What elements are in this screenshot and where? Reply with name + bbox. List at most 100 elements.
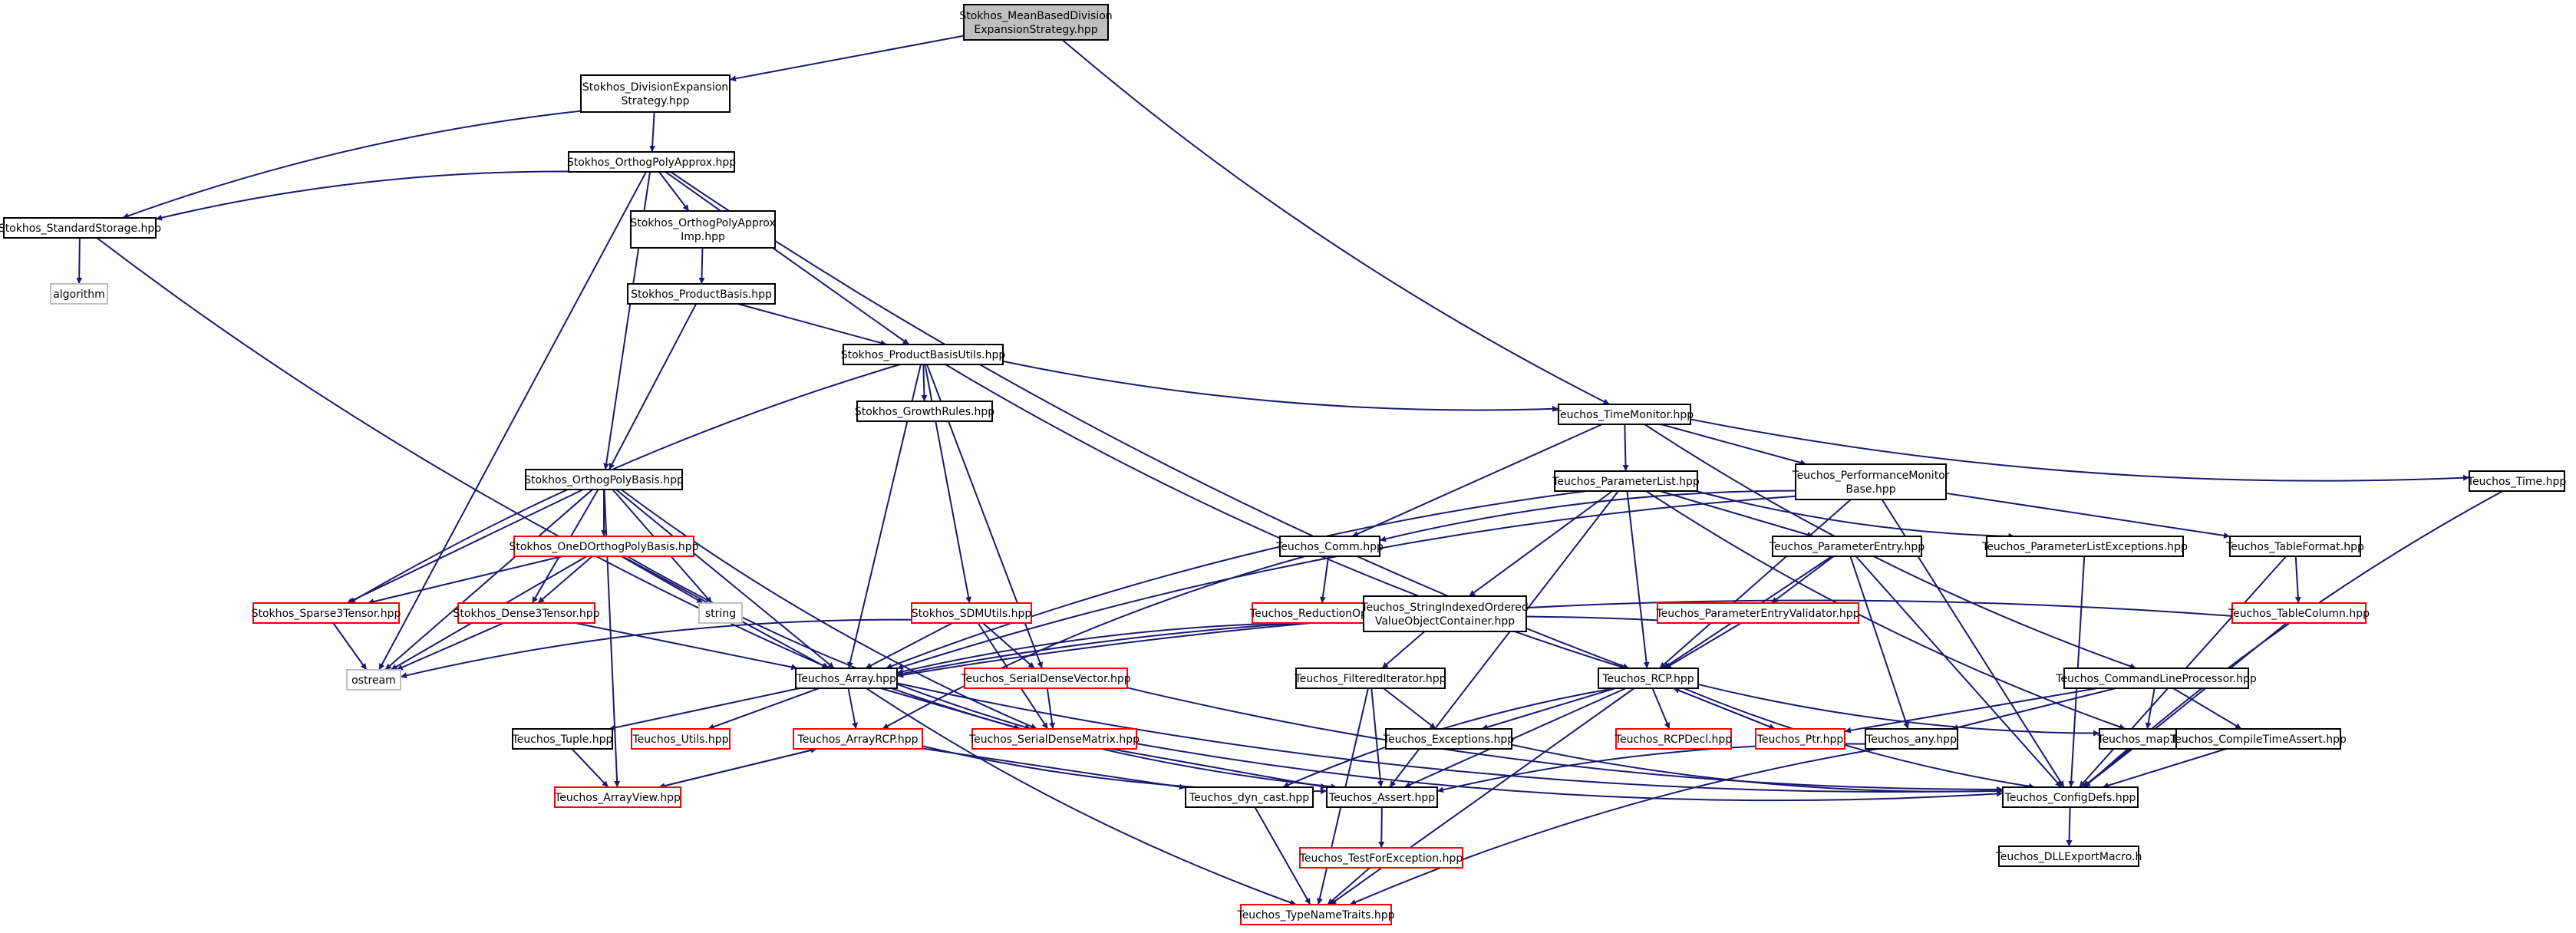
edge-prodbasisutils-to-sparse3 [348,364,901,604]
node-label: Teuchos_ArrayView.hpp [554,792,681,804]
node-tableformat[interactable]: Teuchos_TableFormat.hpp [2225,536,2364,557]
node-box [1772,536,1922,557]
node-serialdensematrix[interactable]: Teuchos_SerialDenseMatrix.hpp [968,728,1140,750]
node-label: Teuchos_map.hpp [2096,734,2193,746]
edge-oned-to-sparse3 [367,556,563,605]
node-ptr[interactable]: Teuchos_Ptr.hpp [1755,728,1845,750]
node-stdstorage[interactable]: Stokhos_StandardStorage.hpp [0,217,161,239]
node-label: Teuchos_TypeNameTraits.hpp [1236,909,1394,921]
node-timemonitor[interactable]: Teuchos_TimeMonitor.hpp [1555,404,1694,425]
node-paramentryvalid[interactable]: Teuchos_ParameterEntryValidator.hpp [1655,602,1860,624]
edge-rcp-to-assert [1403,687,1627,788]
edge-array-to-configdefs [896,682,2004,794]
node-root[interactable]: Stokhos_MeanBasedDivisionExpansionStrate… [959,4,1113,41]
node-box [1795,463,1947,500]
node-serialdensevector[interactable]: Teuchos_SerialDenseVector.hpp [960,668,1131,689]
dependency-edges [76,35,2504,906]
node-box [568,151,735,173]
edge-comm-to-reductionop [1319,556,1330,604]
node-orthopolybasis[interactable]: Stokhos_OrthogPolyBasis.hpp [524,469,684,490]
edge-prodbasis-to-prodbasisutils [737,303,887,346]
node-label: ExpansionStrategy.hpp [974,24,1097,36]
node-algorithm[interactable]: algorithm [50,283,108,305]
node-box [1385,728,1512,750]
node-assert[interactable]: Teuchos_Assert.hpp [1326,786,1438,808]
node-tablecolumn[interactable]: Teuchos_TableColumn.hpp [2228,602,2370,624]
edge-orthoapprox-to-rcp [670,171,1630,669]
node-comm[interactable]: Teuchos_Comm.hpp [1275,536,1384,557]
node-box [252,602,400,624]
node-label: Teuchos_FilteredIterator.hpp [1294,673,1446,685]
node-box [2229,536,2361,557]
node-stringindexed[interactable]: Teuchos_StringIndexedOrderedValueObjectC… [1361,595,1529,632]
node-dense3[interactable]: Stokhos_Dense3Tensor.hpp [454,602,600,624]
edge-timemonitor-to-comm [1351,424,1603,537]
edge-paramentry-to-any [1849,556,1909,730]
edge-divexp-to-stdstorage [122,110,582,219]
node-utils[interactable]: Teuchos_Utils.hpp [631,728,731,750]
node-tuple[interactable]: Teuchos_Tuple.hpp [512,728,613,750]
node-paramlist[interactable]: Teuchos_ParameterList.hpp [1552,470,1700,492]
node-rcpdecl[interactable]: Teuchos_RCPDecl.hpp [1615,728,1733,750]
edge-map-to-configdefs [2083,748,2133,788]
node-string[interactable]: string [698,602,743,624]
node-rcp[interactable]: Teuchos_RCP.hpp [1598,668,1699,689]
node-compiletime[interactable]: Teuchos_CompileTimeAssert.hpp [2169,728,2347,750]
node-label: algorithm [53,288,105,301]
edge-cmdline-to-map [2145,687,2155,730]
edge-paramentryvalid-to-rcp [1664,622,1742,669]
edge-tuple-to-arrayview [571,748,609,788]
node-growthrules[interactable]: Stokhos_GrowthRules.hpp [855,401,994,422]
node-prodbasisutils[interactable]: Stokhos_ProductBasisUtils.hpp [841,344,1006,365]
node-cmdline[interactable]: Teuchos_CommandLineProcessor.hpp [2055,668,2257,689]
node-box [1299,847,1463,869]
edge-any-to-typenametraits [1349,748,1878,905]
node-arrayview[interactable]: Teuchos_ArrayView.hpp [554,786,681,808]
node-oned[interactable]: Stokhos_OneDOrthogPolyBasis.hpp [509,536,699,557]
node-arrayrcp[interactable]: Teuchos_ArrayRCP.hpp [793,728,923,750]
node-label: Imp.hpp [681,231,725,243]
node-label: Stokhos_OrthogPolyBasis.hpp [524,474,684,486]
node-label: Stokhos_Dense3Tensor.hpp [454,608,600,620]
node-sparse3[interactable]: Stokhos_Sparse3Tensor.hpp [252,602,401,624]
node-box [627,283,776,305]
node-label: Stokhos_ProductBasis.hpp [631,288,772,301]
node-array[interactable]: Teuchos_Array.hpp [795,668,898,689]
node-filterediter[interactable]: Teuchos_FilteredIterator.hpp [1294,668,1446,689]
node-orthoapprox[interactable]: Stokhos_OrthogPolyApprox.hpp [567,151,736,173]
node-typenametraits[interactable]: Teuchos_TypeNameTraits.hpp [1236,904,1395,925]
node-time[interactable]: Teuchos_Time.hpp [2467,470,2567,492]
node-box [843,344,1004,365]
edge-prodbasisutils-to-rcp [945,364,1627,670]
edge-paramentryvalid-to-array [896,615,1658,677]
edge-paramlist-to-paramentry [1659,490,1814,538]
node-prodbasis[interactable]: Stokhos_ProductBasis.hpp [627,283,776,305]
edge-stdstorage-to-algorithm [76,237,83,285]
node-box [1279,536,1380,557]
node-configdefs[interactable]: Teuchos_ConfigDefs.hpp [2002,786,2139,808]
node-dllexport[interactable]: Teuchos_DLLExportMacro.h [1995,846,2142,867]
edge-tablecolumn-to-array [896,599,2233,678]
edge-paramlist-to-array [886,490,1587,669]
node-label: Stokhos_DivisionExpansion [582,81,728,94]
node-box [856,401,993,422]
node-label: Teuchos_SerialDenseVector.hpp [960,673,1130,685]
node-label: Teuchos_Time.hpp [2467,476,2567,488]
node-any[interactable]: Teuchos_any.hpp [1865,728,1958,750]
edge-array-to-arrayrcp [847,687,858,730]
edge-perfmon-to-comm [1379,490,1796,542]
edge-testforexc-to-typenametraits [1327,867,1370,905]
node-dyncast[interactable]: Teuchos_dyn_cast.hpp [1185,786,1314,808]
node-ostream[interactable]: ostream [346,669,401,691]
node-paramentry[interactable]: Teuchos_ParameterEntry.hpp [1769,536,1925,557]
node-testforexc[interactable]: Teuchos_TestForException.hpp [1299,847,1463,869]
node-label: Teuchos_DLLExportMacro.h [1995,851,2142,863]
node-label: Teuchos_ParameterEntryValidator.hpp [1655,608,1859,620]
edge-rcp-to-typenametraits [1329,687,1635,905]
node-exceptions[interactable]: Teuchos_Exceptions.hpp [1383,728,1514,750]
node-sdmutils[interactable]: Stokhos_SDMUtils.hpp [911,602,1032,624]
node-paramlistexc[interactable]: Teuchos_ParameterListExceptions.hpp [1981,536,2188,557]
